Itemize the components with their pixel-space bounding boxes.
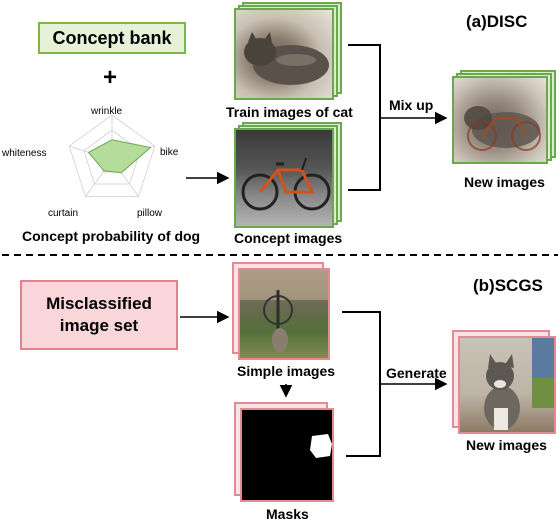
new-images-caption-top: New images xyxy=(464,174,545,190)
radar-grid-ring xyxy=(68,114,156,197)
radar-spoke xyxy=(111,145,155,161)
generate-label: Generate xyxy=(386,365,447,381)
section-title-scgs: (b)SCGS xyxy=(473,276,543,295)
radar-grid-ring xyxy=(97,144,127,173)
simple-images-caption: Simple images xyxy=(237,363,336,379)
mask-photo xyxy=(240,408,334,502)
concept-bank-box: Concept bank xyxy=(38,22,186,54)
bike-photo xyxy=(234,128,334,228)
concept-bank-label: Concept bank xyxy=(52,27,172,48)
train-images-stack xyxy=(234,2,346,102)
mixed-photo xyxy=(452,76,548,164)
generated-photo xyxy=(458,336,556,434)
misclassified-box: Misclassified image set xyxy=(20,280,178,350)
misclassified-label-line1: Misclassified xyxy=(46,294,152,313)
radar-axis-curtain: curtain xyxy=(48,208,79,219)
simple-images-stack xyxy=(232,262,338,362)
section-title-disc: (a)DISC xyxy=(466,12,528,31)
new-images-stack-bottom xyxy=(452,330,558,440)
simple-photo xyxy=(238,268,330,360)
radar-polygon xyxy=(87,139,152,174)
cat-photo xyxy=(234,8,334,100)
radar-grid xyxy=(68,114,156,197)
radar-spoke xyxy=(85,159,113,197)
masks-caption: Masks xyxy=(266,506,309,522)
radar-spoke xyxy=(69,145,113,161)
train-images-caption: Train images of cat xyxy=(226,104,353,120)
radar-axis-whiteness: whiteness xyxy=(2,148,47,159)
radar-caption: Concept probability of dog xyxy=(22,228,201,244)
masks-stack xyxy=(234,402,340,506)
radar-grid-ring xyxy=(83,129,141,185)
new-images-stack-top xyxy=(452,70,558,170)
generate-bracket xyxy=(342,311,381,457)
mixup-label: Mix up xyxy=(389,97,434,113)
new-images-caption-bottom: New images xyxy=(466,437,547,453)
concept-images-stack xyxy=(234,122,346,232)
radar-axis-wrinkle: wrinkle xyxy=(91,106,123,117)
radar-axis-bike: bike xyxy=(160,147,179,158)
radar-axis-pillow: pillow xyxy=(137,208,163,219)
plus-sign: + xyxy=(103,64,118,91)
concept-images-caption: Concept images xyxy=(234,230,343,246)
radar-spoke xyxy=(111,159,139,197)
misclassified-label-line2: image set xyxy=(59,316,139,335)
